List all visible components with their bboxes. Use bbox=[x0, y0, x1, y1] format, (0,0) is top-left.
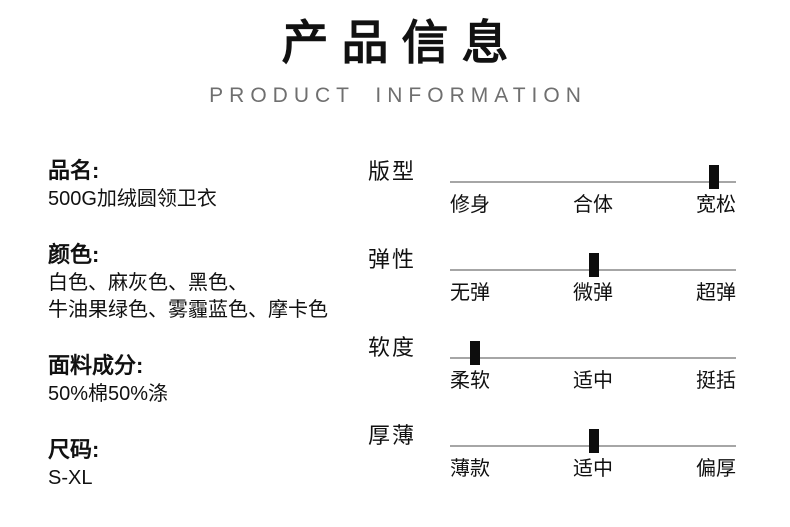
slider-scale: 修身 合体 宽松 bbox=[450, 191, 736, 219]
slider-label: 软度 bbox=[368, 335, 417, 360]
slider-track bbox=[450, 429, 736, 453]
slider-label: 厚薄 bbox=[368, 423, 417, 448]
scale-label-left: 修身 bbox=[450, 194, 490, 216]
slider-scale: 柔软 适中 挺括 bbox=[450, 367, 736, 395]
scale-label-right: 挺括 bbox=[696, 370, 736, 392]
slider-marker-icon bbox=[708, 165, 719, 189]
spec-value: S-XL bbox=[48, 467, 93, 489]
page-title: 产品信息 bbox=[281, 16, 522, 69]
scale-label-middle: 适中 bbox=[573, 458, 613, 480]
scale-label-middle: 适中 bbox=[573, 370, 613, 392]
slider-track bbox=[450, 165, 736, 189]
slider-label: 弹性 bbox=[368, 247, 417, 272]
spec-section-1: 颜色: 白色、麻灰色、黑色、牛油果绿色、雾霾蓝色、摩卡色 bbox=[48, 240, 368, 324]
spec-value: 牛油果绿色、雾霾蓝色、摩卡色 bbox=[48, 299, 328, 321]
scale-label-left: 柔软 bbox=[450, 370, 490, 392]
slider-marker-icon bbox=[588, 429, 599, 453]
scale-label-middle: 合体 bbox=[573, 194, 613, 216]
scale-label-right: 偏厚 bbox=[696, 458, 736, 480]
attribute-slider-3: 厚薄 薄款 适中 偏厚 bbox=[368, 422, 738, 510]
attribute-slider-0: 版型 修身 合体 宽松 bbox=[368, 158, 738, 246]
spec-section-3: 尺码: S-XL bbox=[48, 435, 368, 492]
attribute-slider-2: 软度 柔软 适中 挺括 bbox=[368, 334, 738, 422]
spec-label: 尺码: bbox=[48, 437, 100, 462]
page-subtitle: PRODUCT INFORMATION bbox=[209, 84, 587, 107]
scale-label-left: 无弹 bbox=[450, 282, 490, 304]
scale-label-middle: 微弹 bbox=[573, 282, 613, 304]
slider-marker-icon bbox=[469, 341, 480, 365]
attribute-slider-1: 弹性 无弹 微弹 超弹 bbox=[368, 246, 738, 334]
slider-track bbox=[450, 253, 736, 277]
slider-marker-icon bbox=[588, 253, 599, 277]
scale-label-right: 宽松 bbox=[696, 194, 736, 216]
slider-track bbox=[450, 341, 736, 365]
spec-value: 500G加绒圆领卫衣 bbox=[48, 188, 217, 210]
product-spec-list: 品名: 500G加绒圆领卫衣 颜色: 白色、麻灰色、黑色、牛油果绿色、雾霾蓝色、… bbox=[48, 156, 368, 492]
spec-value: 白色、麻灰色、黑色、 bbox=[48, 272, 248, 294]
spec-section-2: 面料成分: 50%棉50%涤 bbox=[48, 351, 368, 408]
spec-section-0: 品名: 500G加绒圆领卫衣 bbox=[48, 156, 368, 213]
scale-label-right: 超弹 bbox=[696, 282, 736, 304]
scale-label-left: 薄款 bbox=[450, 458, 490, 480]
spec-label: 颜色: bbox=[48, 242, 100, 267]
spec-value: 50%棉50%涤 bbox=[48, 383, 169, 405]
slider-label: 版型 bbox=[368, 159, 417, 184]
spec-label: 面料成分: bbox=[48, 353, 144, 378]
slider-scale: 薄款 适中 偏厚 bbox=[450, 455, 736, 483]
header: 产品信息 PRODUCT INFORMATION bbox=[0, 14, 790, 109]
spec-label: 品名: bbox=[48, 158, 100, 183]
slider-scale: 无弹 微弹 超弹 bbox=[450, 279, 736, 307]
attribute-slider-list: 版型 修身 合体 宽松 弹性 无弹 微弹 超弹 软度 bbox=[368, 158, 738, 510]
